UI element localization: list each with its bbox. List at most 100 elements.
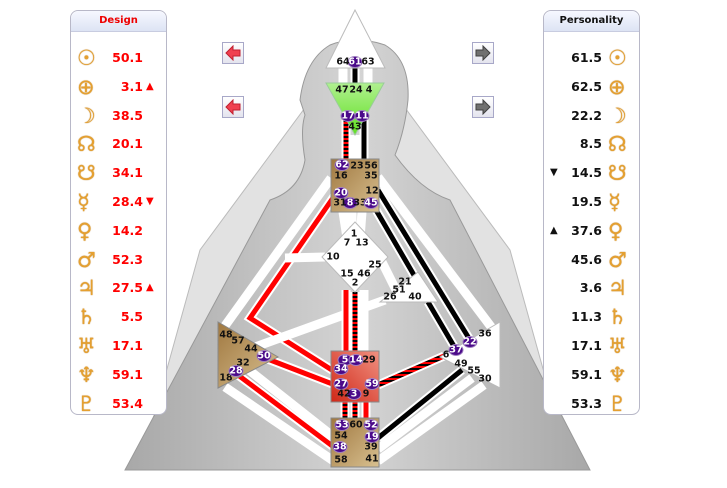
gate-60[interactable]: 60	[349, 420, 363, 431]
personality-next-button-1[interactable]	[472, 42, 494, 64]
gate-47[interactable]: 47	[335, 85, 348, 96]
gate-14[interactable]: 14	[349, 355, 363, 366]
gate-24[interactable]: 24	[349, 85, 363, 96]
sun-icon: ☉	[77, 46, 96, 70]
mars-icon: ♂	[77, 247, 96, 272]
gate-highlight	[256, 350, 272, 362]
planet-row: ♆ 59.1	[71, 362, 166, 388]
gate-53[interactable]: 53	[335, 420, 348, 431]
gate-21[interactable]: 21	[398, 277, 411, 288]
design-prev-button-1[interactable]	[222, 42, 244, 64]
gate-6[interactable]: 6	[443, 350, 450, 361]
gate-56[interactable]: 56	[364, 161, 378, 172]
planet-row: ☿ 28.4 ▼	[71, 189, 166, 215]
gate-11[interactable]: 11	[355, 111, 368, 122]
design-panel: Design ☉ 50.1 ⊕ 3.1 ▲☽ 38.5 ☊ 20.1 ☋ 34.…	[70, 10, 167, 417]
gate-30[interactable]: 30	[478, 374, 492, 385]
gate-28[interactable]: 28	[229, 366, 243, 377]
gate-48[interactable]: 48	[219, 330, 233, 341]
gate-line-value: 28.4	[112, 194, 143, 209]
planet-row: ☋ 34.1	[71, 160, 166, 186]
planet-row: ♃ 3.6	[544, 275, 639, 301]
gate-3[interactable]: 3	[351, 389, 358, 400]
gate-39[interactable]: 39	[364, 442, 377, 453]
g-center	[321, 221, 389, 293]
gate-49[interactable]: 49	[454, 359, 467, 370]
gate-highlight	[334, 159, 350, 171]
gate-12[interactable]: 12	[365, 186, 378, 197]
personality-next-button-2[interactable]	[472, 96, 494, 118]
gate-line-value: 5.5	[120, 309, 143, 325]
gate-50[interactable]: 50	[257, 351, 271, 362]
planet-row: ☊ 20.1	[71, 131, 166, 157]
gate-29[interactable]: 29	[362, 355, 375, 366]
gate-line-value: 45.6	[571, 251, 602, 267]
gate-line-value: 17.1	[571, 338, 602, 353]
gate-62[interactable]: 62	[335, 160, 348, 171]
gate-22[interactable]: 22	[463, 337, 476, 348]
gate-26[interactable]: 26	[383, 292, 397, 303]
gate-4[interactable]: 4	[366, 85, 373, 96]
gate-16[interactable]: 16	[334, 171, 348, 182]
channel-20-34	[246, 193, 338, 375]
planet-row: ♇ 53.4	[71, 391, 166, 417]
gate-51[interactable]: 51	[392, 285, 405, 296]
channel-59-6	[376, 353, 446, 388]
gate-63[interactable]: 63	[361, 57, 374, 68]
gate-32[interactable]: 32	[236, 358, 249, 369]
gate-41[interactable]: 41	[365, 454, 378, 465]
gate-31[interactable]: 31	[333, 198, 346, 209]
gate-line-value: 20.1	[112, 136, 143, 152]
gate-61[interactable]: 61	[348, 57, 361, 68]
gate-43[interactable]: 43	[348, 122, 361, 133]
gate-25[interactable]: 25	[368, 260, 381, 271]
design-prev-button-2[interactable]	[222, 96, 244, 118]
gate-20[interactable]: 20	[334, 188, 348, 199]
gate-54[interactable]: 54	[334, 431, 348, 442]
personality-title: Personality	[544, 11, 639, 32]
gate-27[interactable]: 27	[334, 379, 347, 390]
gate-13[interactable]: 13	[355, 238, 368, 249]
gate-17[interactable]: 17	[341, 111, 354, 122]
gate-7[interactable]: 7	[344, 238, 351, 249]
gate-line-value: 3.1	[120, 78, 143, 94]
gate-35[interactable]: 35	[364, 171, 377, 182]
sun-icon: ☉	[608, 46, 627, 70]
planet-row: ⊕ 62.5	[544, 74, 639, 100]
gate-1[interactable]: 1	[351, 229, 358, 240]
gate-5[interactable]: 5	[342, 355, 349, 366]
gate-45[interactable]: 45	[364, 198, 377, 209]
gate-37[interactable]: 37	[449, 345, 462, 356]
gate-58[interactable]: 58	[334, 455, 348, 466]
gate-highlight	[364, 431, 380, 443]
gate-19[interactable]: 19	[365, 432, 378, 443]
planet-row: ♃ 27.5 ▲	[71, 275, 166, 301]
gate-46[interactable]: 46	[357, 269, 371, 280]
gate-9[interactable]: 9	[363, 389, 370, 400]
channel-32-54	[242, 363, 338, 442]
gate-34[interactable]: 34	[334, 364, 348, 375]
gate-64[interactable]: 64	[336, 57, 350, 68]
gate-8[interactable]: 8	[347, 198, 354, 209]
gate-10[interactable]: 10	[326, 252, 340, 263]
gate-38[interactable]: 38	[333, 442, 347, 453]
gate-highlight	[333, 187, 349, 199]
gate-highlight	[348, 354, 364, 366]
gate-55[interactable]: 55	[467, 366, 480, 377]
gate-2[interactable]: 2	[352, 278, 359, 289]
gate-52[interactable]: 52	[364, 420, 377, 431]
gate-33[interactable]: 33	[353, 198, 366, 209]
gate-40[interactable]: 40	[408, 292, 422, 303]
gate-57[interactable]: 57	[231, 336, 244, 347]
gate-59[interactable]: 59	[365, 379, 378, 390]
gate-23[interactable]: 23	[350, 161, 363, 172]
channel-27-50	[264, 355, 336, 388]
gate-42[interactable]: 42	[337, 389, 350, 400]
gate-36[interactable]: 36	[478, 329, 492, 340]
gate-44[interactable]: 44	[244, 344, 258, 355]
south-node-icon: ☋	[77, 161, 96, 186]
gate-line-value: 14.5	[571, 165, 602, 181]
gate-15[interactable]: 15	[340, 269, 353, 280]
gate-18[interactable]: 18	[219, 373, 233, 384]
